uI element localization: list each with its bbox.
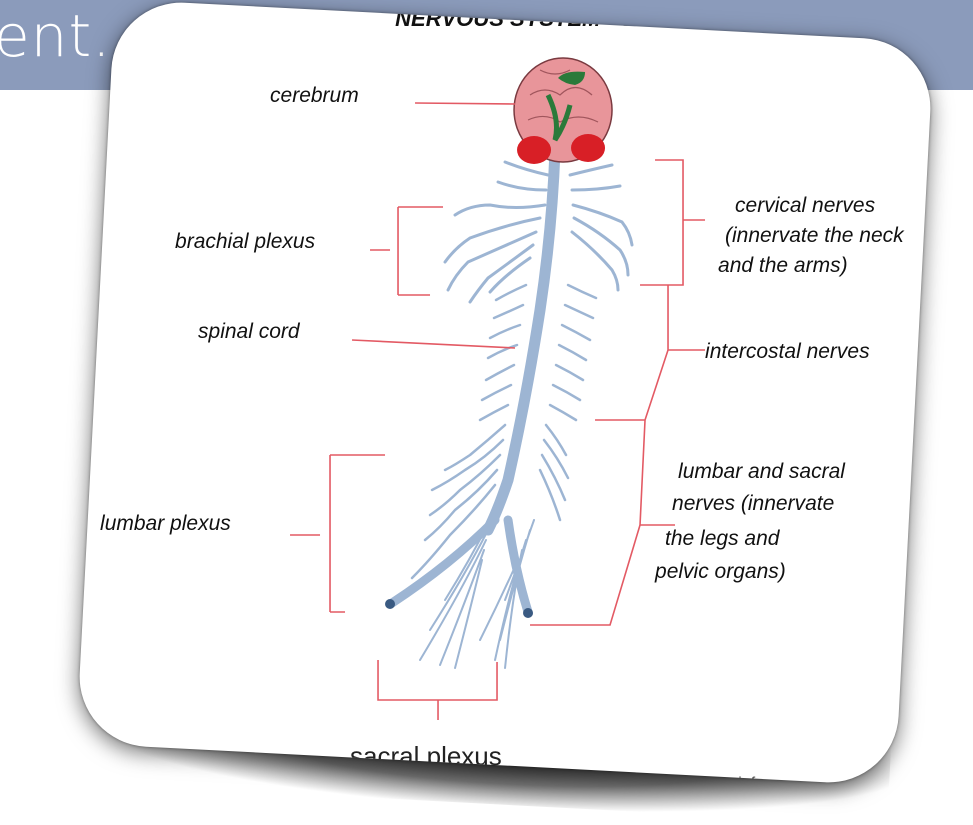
nerve-end-right bbox=[523, 608, 533, 618]
nerve-branches-left bbox=[412, 162, 548, 668]
label-cerebrum: cerebrum bbox=[270, 84, 359, 107]
label-lumbar-sacral-line1: lumbar and sacral bbox=[678, 460, 846, 483]
diagram-card: NERVOUS SYSTEM - SPINAL NERVES bbox=[76, 0, 934, 786]
slide-title: ent. bbox=[0, 2, 112, 70]
label-cervical-nerves-line2: (innervate the neck bbox=[725, 224, 905, 247]
nerve-branches-right bbox=[480, 165, 632, 668]
label-cervical-nerves-line1: cervical nerves bbox=[735, 194, 876, 217]
label-lumbar-sacral-line3: the legs and bbox=[665, 527, 781, 550]
nerve-end-left bbox=[385, 599, 395, 609]
label-brachial-plexus: brachial plexus bbox=[175, 230, 316, 253]
brain-icon bbox=[514, 58, 612, 164]
cerebellum-right bbox=[571, 134, 605, 162]
spinal-nerves-diagram: NERVOUS SYSTEM - SPINAL NERVES bbox=[76, 0, 934, 786]
label-lumbar-plexus: lumbar plexus bbox=[100, 512, 231, 535]
label-intercostal-nerves: intercostal nerves bbox=[705, 340, 870, 363]
label-lumbar-sacral-line4: pelvic organs) bbox=[654, 560, 786, 583]
label-spinal-cord: spinal cord bbox=[198, 320, 301, 343]
label-cervical-nerves-line3: and the arms) bbox=[718, 254, 848, 277]
cerebellum-left bbox=[517, 136, 551, 164]
label-lumbar-sacral-line2: nerves (innervate bbox=[672, 492, 834, 515]
